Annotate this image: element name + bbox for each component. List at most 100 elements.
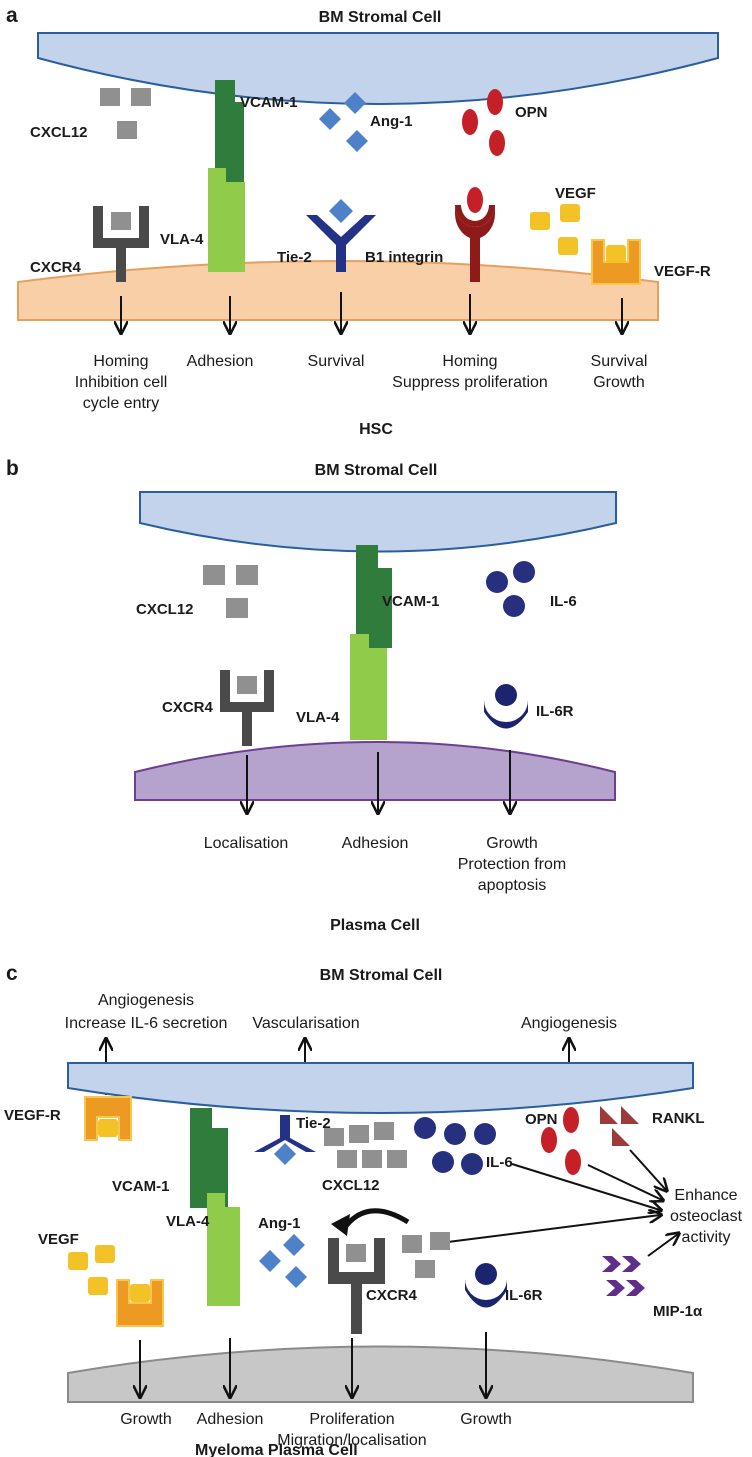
cxcl12-label-c: CXCL12: [322, 1177, 380, 1194]
il6r-receptor-c: [465, 1279, 507, 1308]
recycle-curved-arrow: [340, 1208, 410, 1232]
tie2-label-a: Tie-2: [277, 249, 312, 266]
outcome-a1-line2: Inhibition cell: [75, 374, 168, 391]
enhance-osteoclast-text: Enhance osteoclast activity: [670, 1187, 743, 1246]
myeloma-cell: [67, 1345, 694, 1403]
outcome-b1: Localisation: [204, 835, 289, 852]
cxcr4-label-c: CXCR4: [366, 1287, 418, 1304]
panel-c-stromal-title: BM Stromal Cell: [320, 967, 443, 984]
opn-ellipses-a: [462, 89, 505, 156]
panel-b-letter: b: [6, 457, 19, 480]
outcome-a4-line2: Suppress proliferation: [392, 374, 548, 391]
bottom-outcome-c1: Growth: [120, 1411, 172, 1428]
vegf-label-c: VEGF: [38, 1231, 79, 1248]
outcome-b3-line1: Growth: [486, 835, 538, 852]
stromal-cell-c: [67, 1062, 694, 1114]
mip1a-label: MIP-1α: [653, 1303, 703, 1320]
vla4-label-a: VLA-4: [160, 231, 204, 248]
vcam1-a: [215, 80, 244, 183]
ang1-bound-a: [329, 199, 353, 223]
panel-b-stromal-title: BM Stromal Cell: [315, 462, 438, 479]
myeloma-cell-title: Myeloma Plasma Cell: [195, 1442, 358, 1457]
il6-label-b: IL-6: [550, 593, 577, 610]
vla4-a: [208, 168, 245, 272]
cxcr4-receptor-a: [93, 206, 149, 282]
panel-c: c BM Stromal Cell Angiogenesis Increase …: [4, 962, 743, 1457]
cxcl12-bound-a: [111, 212, 131, 230]
il6-balls-b: [486, 561, 535, 617]
vegf-bound-c-top: [98, 1119, 118, 1137]
vegfr-receptor-c: [84, 1096, 132, 1141]
bottom-outcome-c3-line2: Migration/localisation: [277, 1432, 426, 1449]
vegf-squares-a: [530, 204, 580, 255]
tie2-receptor-a: [306, 215, 376, 272]
vla4-label-c: VLA-4: [166, 1213, 210, 1230]
enhance-line1: Enhance: [674, 1187, 737, 1204]
vla4-label-b: VLA-4: [296, 709, 340, 726]
plasma-cell: [134, 741, 616, 801]
osteoclast-arrows: [431, 1149, 678, 1257]
ang1-label-a: Ang-1: [370, 113, 413, 130]
vla4-b: [350, 634, 387, 740]
vegfr-label-c: VEGF-R: [4, 1107, 61, 1124]
outcome-b2: Adhesion: [342, 835, 409, 852]
recycle-arrowhead: [331, 1214, 350, 1236]
cxcl12-squares-c-bottom: [402, 1232, 450, 1278]
ang1-diamonds-a: [319, 92, 368, 152]
outcome-a1-line1: Homing: [93, 353, 148, 370]
vegf-label-a: VEGF: [555, 185, 596, 202]
tie2-label-c: Tie-2: [296, 1115, 331, 1132]
vegfr-receptor-c-bottom: [116, 1279, 164, 1327]
top-outcome-c1-line1: Angiogenesis: [98, 992, 194, 1009]
b1-integrin-receptor: [455, 205, 495, 282]
vcam1-label-b: VCAM-1: [382, 593, 440, 610]
top-outcome-c1-line2: Increase IL-6 secretion: [65, 1015, 228, 1032]
b1-integrin-cup: [455, 205, 495, 227]
ang1-label-c: Ang-1: [258, 1215, 301, 1232]
opn-label-c: OPN: [525, 1111, 558, 1128]
outcome-b3-line3: apoptosis: [478, 877, 547, 894]
vegf-bound-a: [606, 245, 626, 263]
il6r-cup-c: [470, 1279, 502, 1295]
panel-c-letter: c: [6, 962, 18, 985]
vcam1-label-a: VCAM-1: [240, 94, 298, 111]
opn-bound-a: [467, 187, 483, 213]
cxcl12-label-a: CXCL12: [30, 124, 88, 141]
vegfr-label-a: VEGF-R: [654, 263, 711, 280]
panel-c-bottom-arrows: [140, 1332, 486, 1396]
outcome-a1-line3: cycle entry: [83, 395, 159, 412]
b1-integrin-label: B1 integrin: [365, 249, 443, 266]
hsc-title: HSC: [359, 421, 393, 438]
outcome-a4-line1: Homing: [442, 353, 497, 370]
panel-a-stromal-title: BM Stromal Cell: [319, 9, 442, 26]
stromal-cell-b: [139, 491, 617, 553]
panel-a: a BM Stromal Cell CXCL12 VCAM-1 VLA-4 An…: [6, 4, 719, 438]
rankl-label: RANKL: [652, 1110, 705, 1127]
il6-bound-c: [475, 1263, 497, 1285]
panel-c-bottom-outcomes: Growth Adhesion Proliferation Migration/…: [120, 1411, 512, 1449]
outcome-b3-line2: Protection from: [458, 856, 566, 873]
vcam1-c: [190, 1108, 228, 1208]
cxcr4-receptor-c: [328, 1238, 385, 1334]
stromal-cell-a: [37, 32, 719, 105]
top-outcome-c3: Angiogenesis: [521, 1015, 617, 1032]
cxcr4-receptor-b: [220, 670, 274, 746]
cxcl12-bound-b: [237, 676, 257, 694]
bottom-outcome-c4: Growth: [460, 1411, 512, 1428]
bottom-outcome-c2: Adhesion: [197, 1411, 264, 1428]
mip1a-chevrons: [602, 1256, 645, 1296]
vcam1-b: [356, 545, 392, 648]
vegf-bound-c-bottom: [130, 1284, 150, 1302]
cxcl12-squares-c: [324, 1122, 407, 1168]
top-outcome-c2: Vascularisation: [252, 1015, 359, 1032]
bottom-outcome-c3-line1: Proliferation: [309, 1411, 394, 1428]
vegf-squares-c: [68, 1245, 115, 1295]
opn-label-a: OPN: [515, 104, 548, 121]
cxcl12-bound-c: [346, 1244, 366, 1262]
panel-a-letter: a: [6, 4, 18, 27]
il6-label-c: IL-6: [486, 1154, 513, 1171]
cxcl12-label-b: CXCL12: [136, 601, 194, 618]
panel-b: b BM Stromal Cell CXCL12 VCAM-1 VLA-4 IL…: [6, 457, 617, 934]
vcam1-label-c: VCAM-1: [112, 1178, 170, 1195]
panel-c-top-outcomes: Angiogenesis Increase IL-6 secretion Vas…: [65, 992, 617, 1032]
